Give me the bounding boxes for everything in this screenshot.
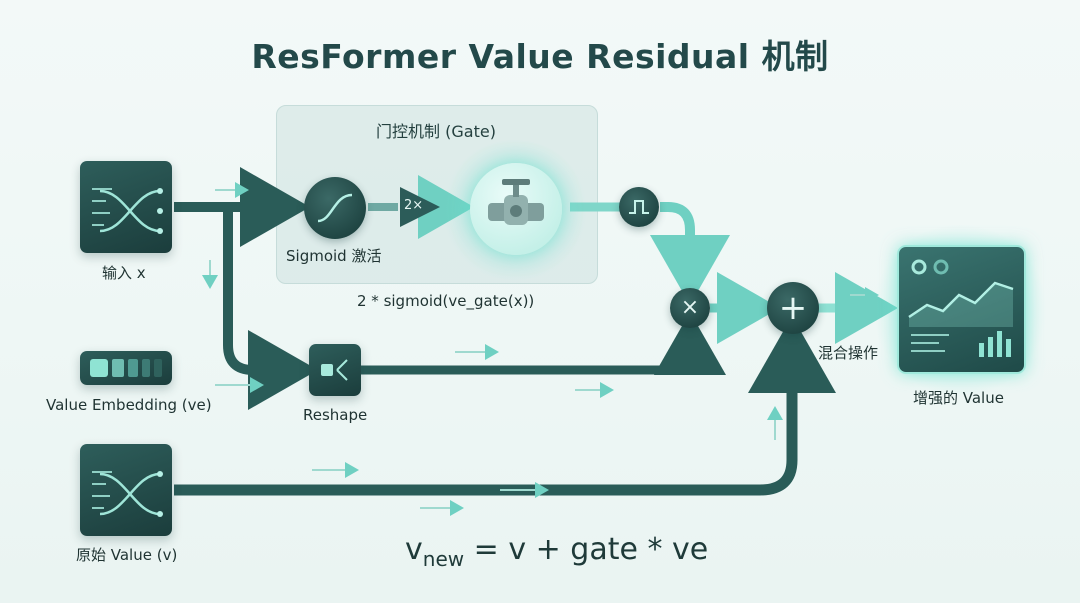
value-embedding-label: Value Embedding (ve) xyxy=(46,396,212,414)
reshape-label: Reshape xyxy=(303,406,368,424)
enhanced-value-icon xyxy=(897,245,1026,374)
flow-reshape-to-multiply xyxy=(360,312,726,375)
flow-gate-to-multiply xyxy=(650,202,730,305)
formula-sub: new xyxy=(422,547,465,571)
reshape-icon xyxy=(309,344,361,396)
input-x-label: 输入 x xyxy=(102,264,146,282)
formula-rest: = v + gate * ve xyxy=(464,532,709,567)
flow-v-to-add xyxy=(174,316,836,496)
gate-expression: 2 * sigmoid(ve_gate(x)) xyxy=(357,292,535,310)
scale-2x-label: 2× xyxy=(404,198,424,213)
flow-x-to-reshape xyxy=(223,210,318,410)
gate-output-icon xyxy=(619,187,659,227)
mix-label: 混合操作 xyxy=(818,344,879,362)
input-x-icon xyxy=(80,161,172,253)
original-value-icon xyxy=(80,444,172,536)
formula: vnew = v + gate * ve xyxy=(405,532,708,571)
enhanced-value-label: 增强的 Value xyxy=(913,389,1004,407)
add-icon: + xyxy=(767,282,819,334)
scale-2x-icon xyxy=(400,187,440,227)
original-value-label: 原始 Value (v) xyxy=(76,546,178,564)
multiply-icon: × xyxy=(670,288,710,328)
gate-panel-title: 门控机制 (Gate) xyxy=(376,122,496,141)
valve-icon xyxy=(470,163,562,255)
formula-v: v xyxy=(405,532,423,567)
sigmoid-icon xyxy=(304,177,366,239)
diagram-title: ResFormer Value Residual 机制 xyxy=(251,37,829,76)
sigmoid-label: Sigmoid 激活 xyxy=(286,247,382,265)
multiply-symbol: × xyxy=(680,295,700,320)
value-embedding-icon xyxy=(80,351,172,385)
add-symbol: + xyxy=(778,288,808,328)
